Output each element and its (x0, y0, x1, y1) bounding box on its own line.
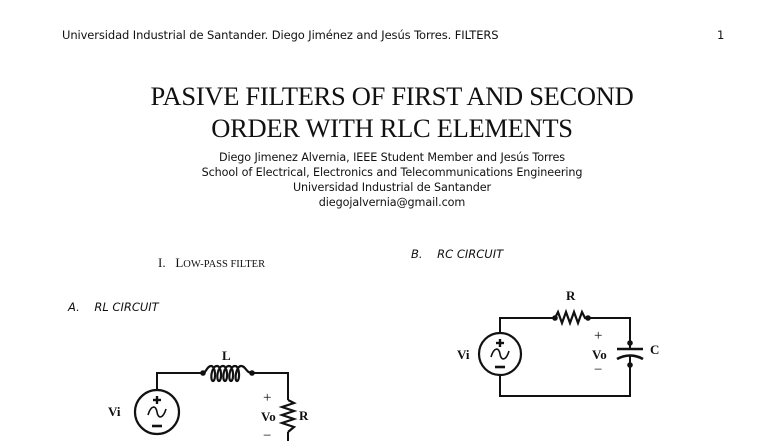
author-names: Diego Jimenez Alvernia, IEEE Student Mem… (218, 151, 566, 164)
source-label: Vi (457, 347, 470, 362)
section-heading-low-pass-filter: I. LOW-PASS FILTER (158, 255, 265, 271)
resistor-icon (278, 399, 298, 433)
subsection-heading-rc-circuit: B. RC CIRCUIT (411, 247, 503, 261)
source-label: Vi (108, 404, 121, 419)
title-line-2: ORDER WITH RLC ELEMENTS (211, 113, 573, 143)
paper-title: PASIVE FILTERS OF FIRST AND SECOND ORDER… (0, 80, 784, 144)
section-number: I. (158, 255, 166, 270)
minus-sign: − (263, 428, 271, 441)
author-school: School of Electrical, Electronics and Te… (201, 166, 583, 179)
capacitor-label: C (650, 342, 659, 357)
author-block: Diego Jimenez Alvernia, IEEE Student Mem… (0, 150, 784, 210)
subsection-heading-rl-circuit: A. RL CIRCUIT (68, 300, 159, 314)
subsection-letter: A. (68, 300, 80, 314)
minus-sign: − (594, 362, 602, 378)
inductor-icon (200, 364, 255, 383)
subsection-letter: B. (411, 247, 423, 261)
ac-voltage-source-icon (133, 388, 181, 436)
resistor-icon (552, 308, 591, 327)
plus-sign: + (594, 328, 602, 344)
author-university: Universidad Industrial de Santander (292, 181, 492, 194)
wire (156, 372, 203, 390)
title-line-1: PASIVE FILTERS OF FIRST AND SECOND (150, 81, 634, 111)
page-number: 1 (717, 28, 725, 42)
section-title-rest: OW-PASS FILTER (183, 259, 266, 270)
inductor-label: L (222, 348, 231, 363)
ac-voltage-source-icon (477, 331, 523, 377)
output-label: Vo (592, 347, 607, 362)
output-label: Vo (261, 409, 276, 424)
resistor-label: R (566, 288, 576, 303)
wire (499, 317, 555, 333)
section-title-initial: L (175, 255, 184, 270)
resistor-label: R (299, 408, 309, 423)
running-head: Universidad Industrial de Santander. Die… (62, 28, 499, 42)
rl-circuit-diagram (133, 364, 298, 441)
wire (252, 372, 289, 400)
wire (588, 317, 631, 343)
rc-circuit-diagram (477, 308, 644, 397)
subsection-title: RC CIRCUIT (437, 247, 504, 261)
author-email: diegojalvernia@gmail.com (318, 196, 466, 209)
wire (499, 365, 631, 397)
plus-sign: + (263, 390, 271, 406)
capacitor-icon (616, 340, 644, 368)
subsection-title: RL CIRCUIT (94, 300, 159, 314)
